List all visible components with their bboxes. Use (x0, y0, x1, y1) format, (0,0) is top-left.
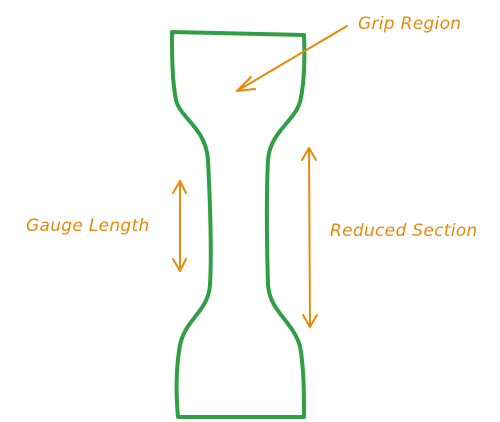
reduced-section-arrowhead-bottom (302, 314, 318, 328)
gauge-length-arrowhead-top (172, 180, 187, 194)
grip-region-label: Grip Region (358, 14, 461, 34)
specimen-outline (170, 30, 307, 419)
grip-region-arrowhead (236, 76, 256, 92)
reduced-section-arrow (308, 147, 311, 328)
reduced-section-arrowhead-top (301, 147, 317, 161)
grip-region-arrow (236, 25, 348, 92)
reduced-section-label: Reduced Section (330, 221, 478, 241)
gauge-length-label: Gauge Length (26, 216, 150, 236)
gauge-length-arrowhead-bottom (172, 258, 187, 272)
